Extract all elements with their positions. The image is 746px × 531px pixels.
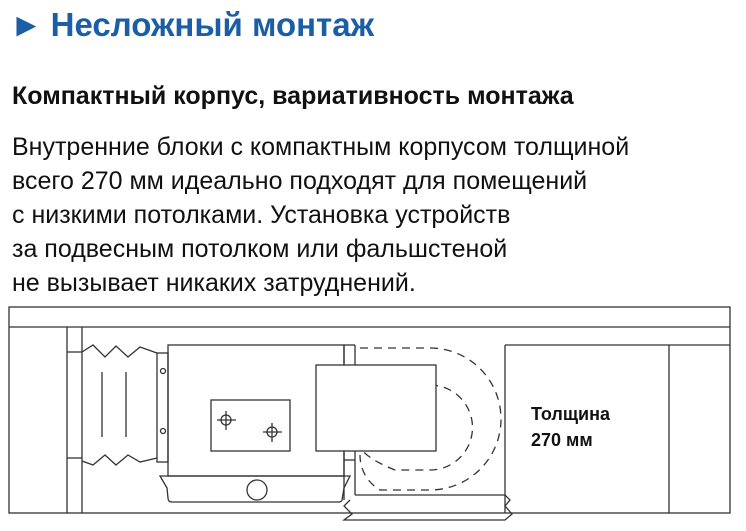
description: Внутренние блоки с компактным корпусом т…	[12, 130, 629, 300]
description-line: за подвесным потолком или фальшстеной	[12, 235, 508, 263]
arrow-icon: ►	[10, 6, 43, 43]
thickness-label-line2: 270 мм	[531, 430, 593, 450]
description-line: Внутренние блоки с компактным корпусом т…	[12, 133, 630, 161]
crosshair-icon	[263, 423, 282, 442]
crosshair-icon	[217, 411, 236, 430]
fan-housing	[315, 364, 437, 452]
description-line: с низкими потолками. Установка устройств	[12, 201, 511, 229]
ceiling-frame	[8, 306, 731, 514]
subtitle: Компактный корпус, вариативность монтажа	[12, 82, 574, 110]
section-title: ►Несложный монтаж	[10, 6, 374, 44]
description-line: не вызывает никаких затруднений.	[12, 269, 416, 297]
thickness-label: Толщина 270 мм	[531, 401, 610, 453]
thickness-label-line1: Толщина	[531, 404, 610, 424]
description-line: всего 270 мм идеально подходят для помещ…	[12, 167, 588, 195]
fan-rotation-path	[359, 347, 502, 491]
drain-pan	[158, 475, 352, 503]
section-title-text: Несложный монтаж	[50, 6, 374, 43]
control-panel	[210, 399, 291, 452]
flexible-duct	[81, 344, 169, 466]
drain-outlet	[246, 479, 268, 501]
